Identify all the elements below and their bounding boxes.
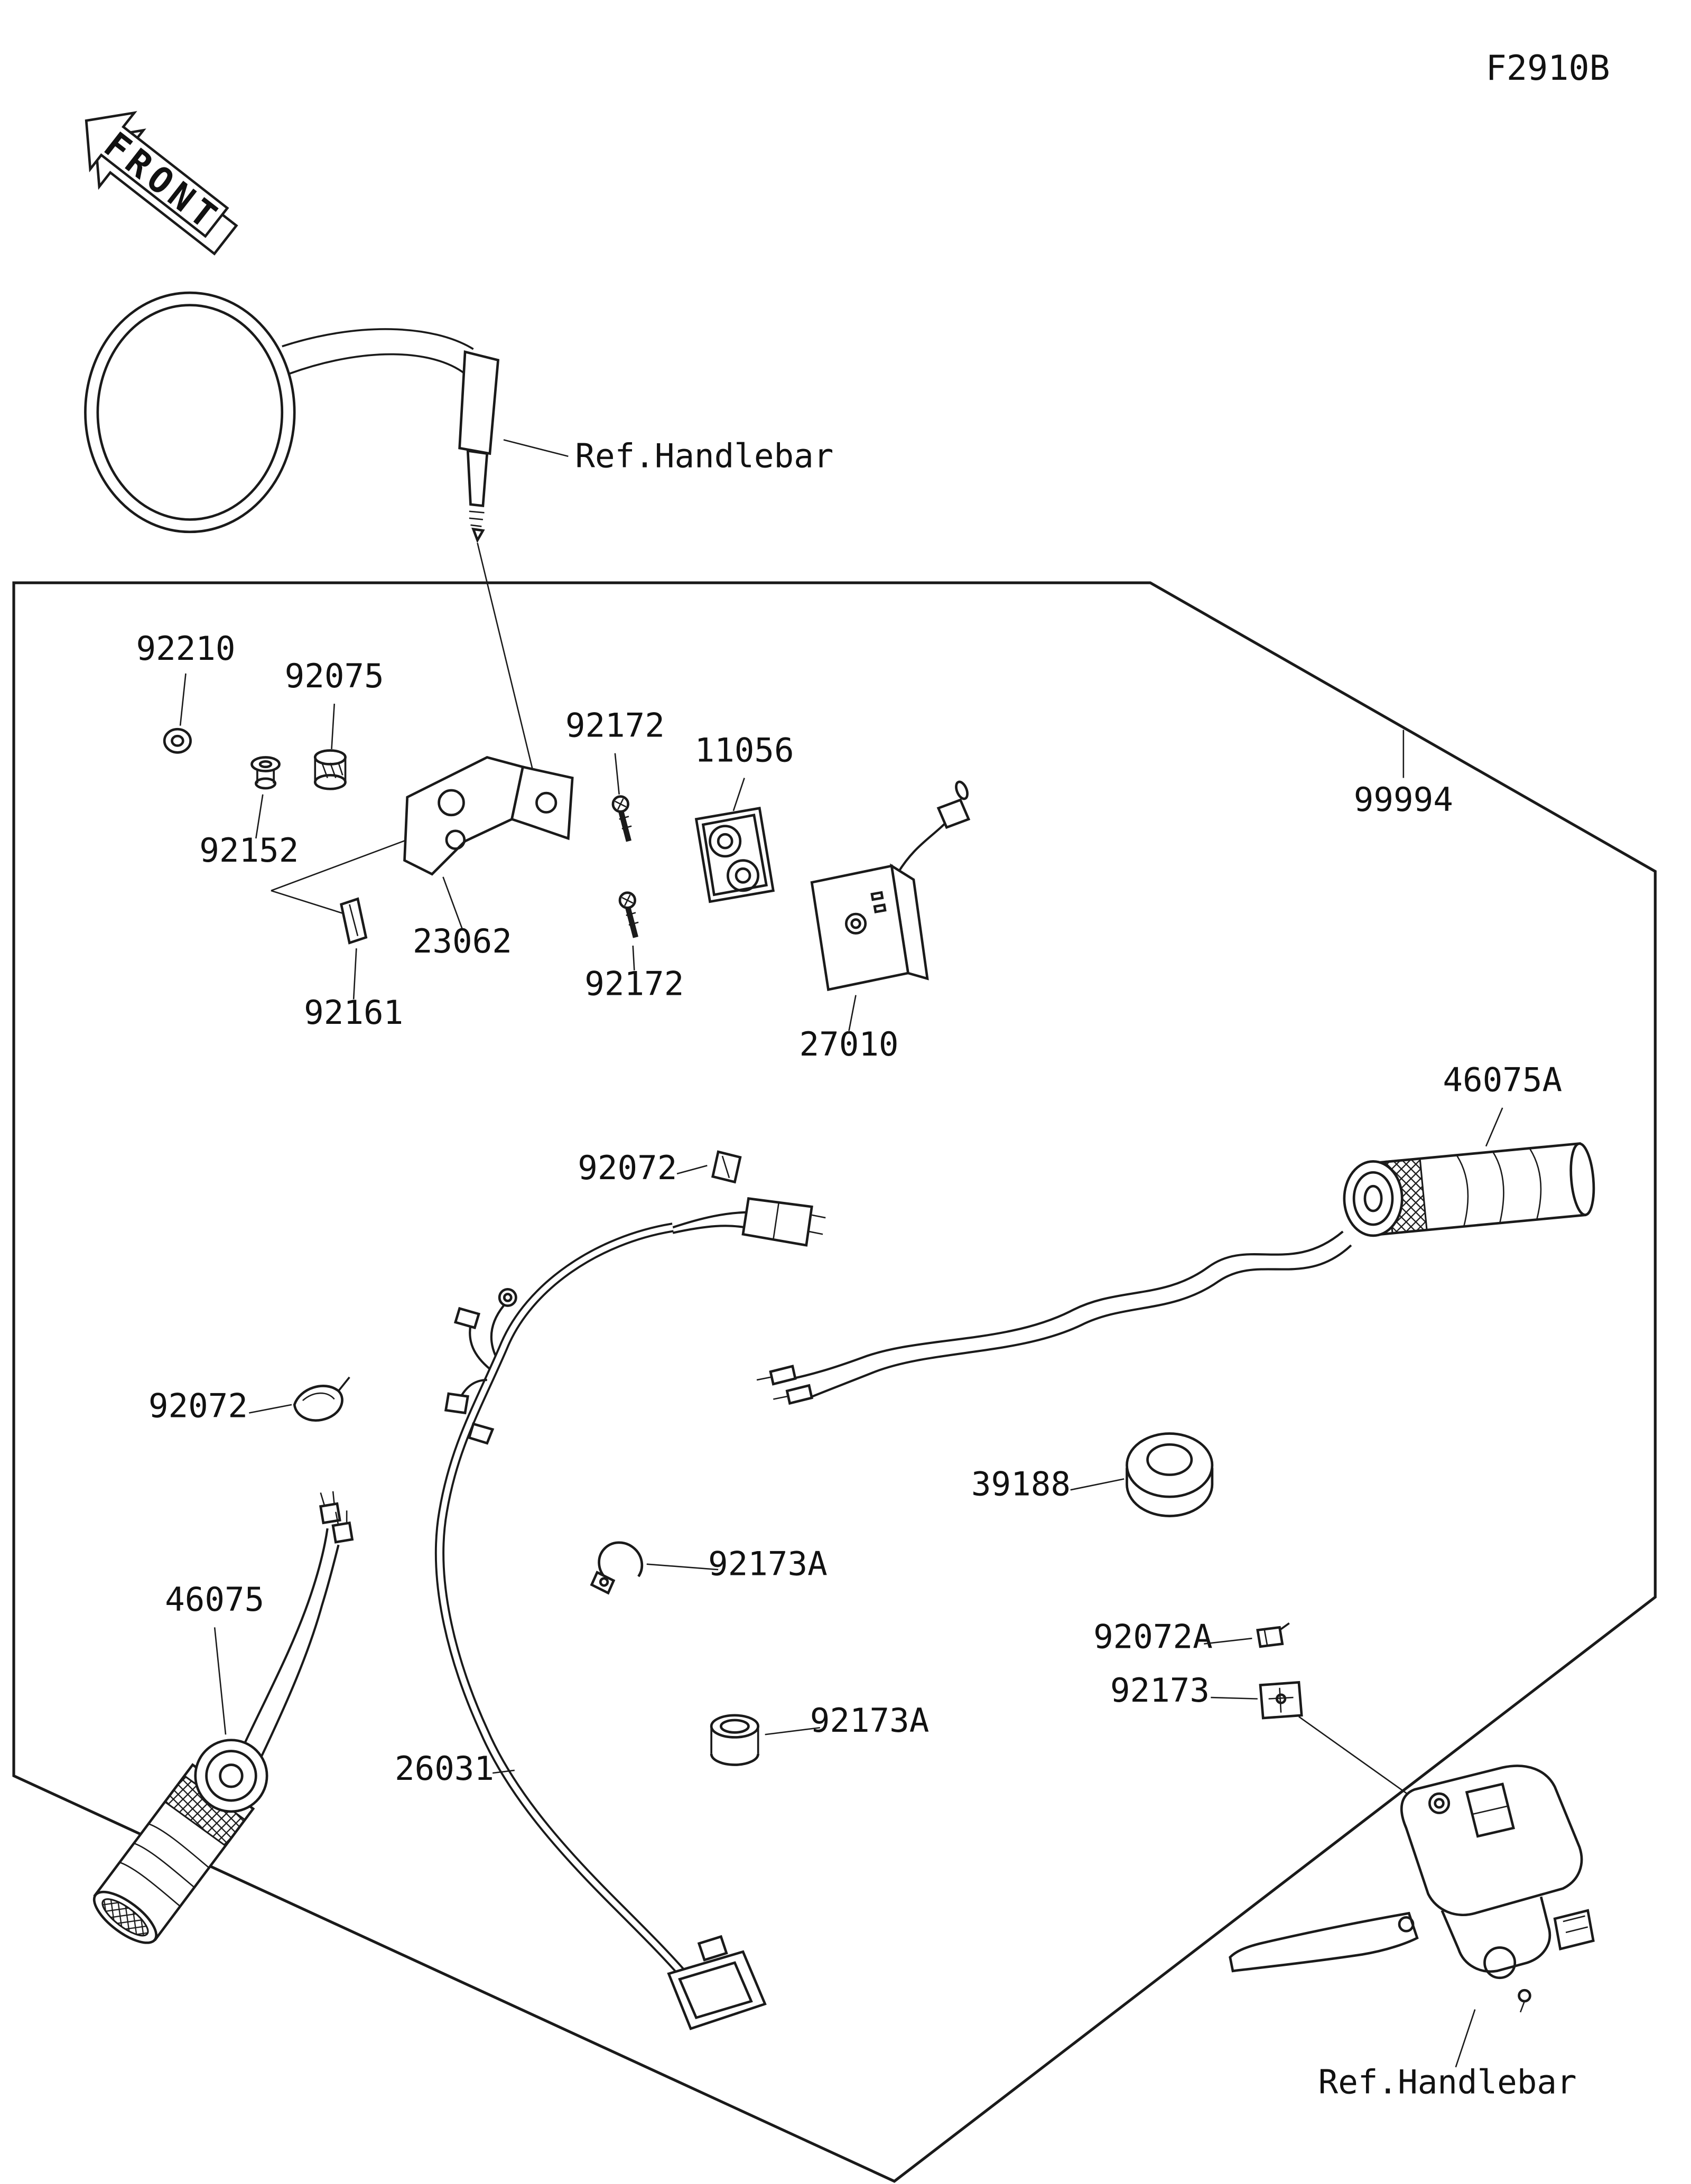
part-label-92172-bottom: 92172 — [584, 965, 684, 1003]
part-label-92210: 92210 — [136, 629, 235, 668]
screw-92172-top — [611, 795, 632, 842]
switch-27010 — [810, 780, 971, 991]
leader-92173A-2 — [765, 1726, 820, 1735]
part-label-92173: 92173 — [1110, 1671, 1210, 1710]
damper-92075 — [313, 749, 347, 790]
handlebar-switch-reference — [1229, 1765, 1595, 2013]
leader-27010 — [848, 995, 857, 1031]
leader-ref-handlebar-bottom — [1455, 2009, 1476, 2068]
part-label-92161: 92161 — [304, 993, 403, 1032]
leader-92172-bottom — [632, 945, 635, 970]
washer-92210 — [163, 727, 192, 754]
part-label-26031: 26031 — [395, 1749, 494, 1788]
heated-grip-right-46075A — [756, 1142, 1595, 1405]
leader-92173 — [1211, 1696, 1258, 1700]
bracket-11056 — [694, 807, 775, 903]
figure-code: F2910B — [1486, 49, 1610, 88]
part-label-92075: 92075 — [285, 657, 384, 695]
mirror-reference — [84, 291, 539, 792]
pin-92161 — [339, 897, 368, 945]
leader-39188 — [1070, 1478, 1125, 1491]
leader-92075 — [331, 703, 336, 749]
leader-92210 — [179, 673, 187, 726]
part-label-46075: 46075 — [165, 1580, 264, 1619]
collar-92173A-2 — [710, 1714, 760, 1766]
leader-23062 — [442, 876, 463, 930]
screw-92172-bottom — [618, 891, 639, 938]
ring-39188 — [1126, 1432, 1214, 1517]
part-label-92173A-2: 92173A — [810, 1701, 930, 1740]
leader-46075A — [1485, 1107, 1503, 1147]
clip-92072-top — [711, 1150, 742, 1184]
part-label-92072-mid: 92072 — [148, 1386, 248, 1425]
part-label-92173A-1: 92173A — [708, 1544, 828, 1583]
leader-92173A-1 — [646, 1563, 719, 1571]
part-label-39188: 39188 — [971, 1465, 1071, 1504]
part-label-ref-handlebar-top: Ref.Handlebar — [575, 437, 833, 475]
clip-92072A — [1256, 1622, 1290, 1648]
part-label-27010: 27010 — [799, 1025, 898, 1063]
part-label-11056: 11056 — [695, 731, 794, 769]
part-label-92172-top: 92172 — [565, 706, 665, 745]
leader-92152 — [255, 794, 264, 839]
leader-92161 — [352, 948, 357, 1000]
part-label-92072-top: 92072 — [578, 1149, 677, 1187]
part-label-ref-handlebar-bottom: Ref.Handlebar — [1318, 2062, 1577, 2101]
part-label-92072A: 92072A — [1093, 1617, 1213, 1656]
part-label-46075A: 46075A — [1443, 1061, 1562, 1099]
pad-92173 — [1259, 1681, 1303, 1720]
leader-11056 — [732, 778, 745, 811]
grommet-92152 — [250, 756, 281, 790]
leader-92072-top — [676, 1164, 708, 1175]
front-arrow-icon: FRONT — [85, 111, 238, 256]
clip-92072-mid — [293, 1376, 350, 1422]
leader-92072-mid — [249, 1404, 292, 1414]
heated-grip-left-46075 — [92, 1491, 354, 1944]
leader-92172-top — [614, 753, 620, 795]
part-label-92152: 92152 — [199, 831, 299, 870]
leader-ref-handlebar-top — [503, 439, 569, 458]
clamp-92173A-1 — [590, 1541, 644, 1595]
bracket-23062 — [403, 756, 574, 876]
leader-92072A — [1204, 1637, 1252, 1645]
assembly-axis-line-2 — [271, 890, 354, 918]
front-arrow-label: FRONT — [96, 124, 228, 240]
part-label-23062: 23062 — [413, 922, 512, 960]
harness-26031 — [434, 1197, 826, 2030]
mount-line-92173-to-switch — [1298, 1716, 1409, 1796]
part-label-99994: 99994 — [1354, 780, 1453, 819]
leader-26031 — [492, 1769, 515, 1774]
leader-46075 — [213, 1627, 227, 1735]
kit-boundary-outline — [12, 581, 1657, 2183]
